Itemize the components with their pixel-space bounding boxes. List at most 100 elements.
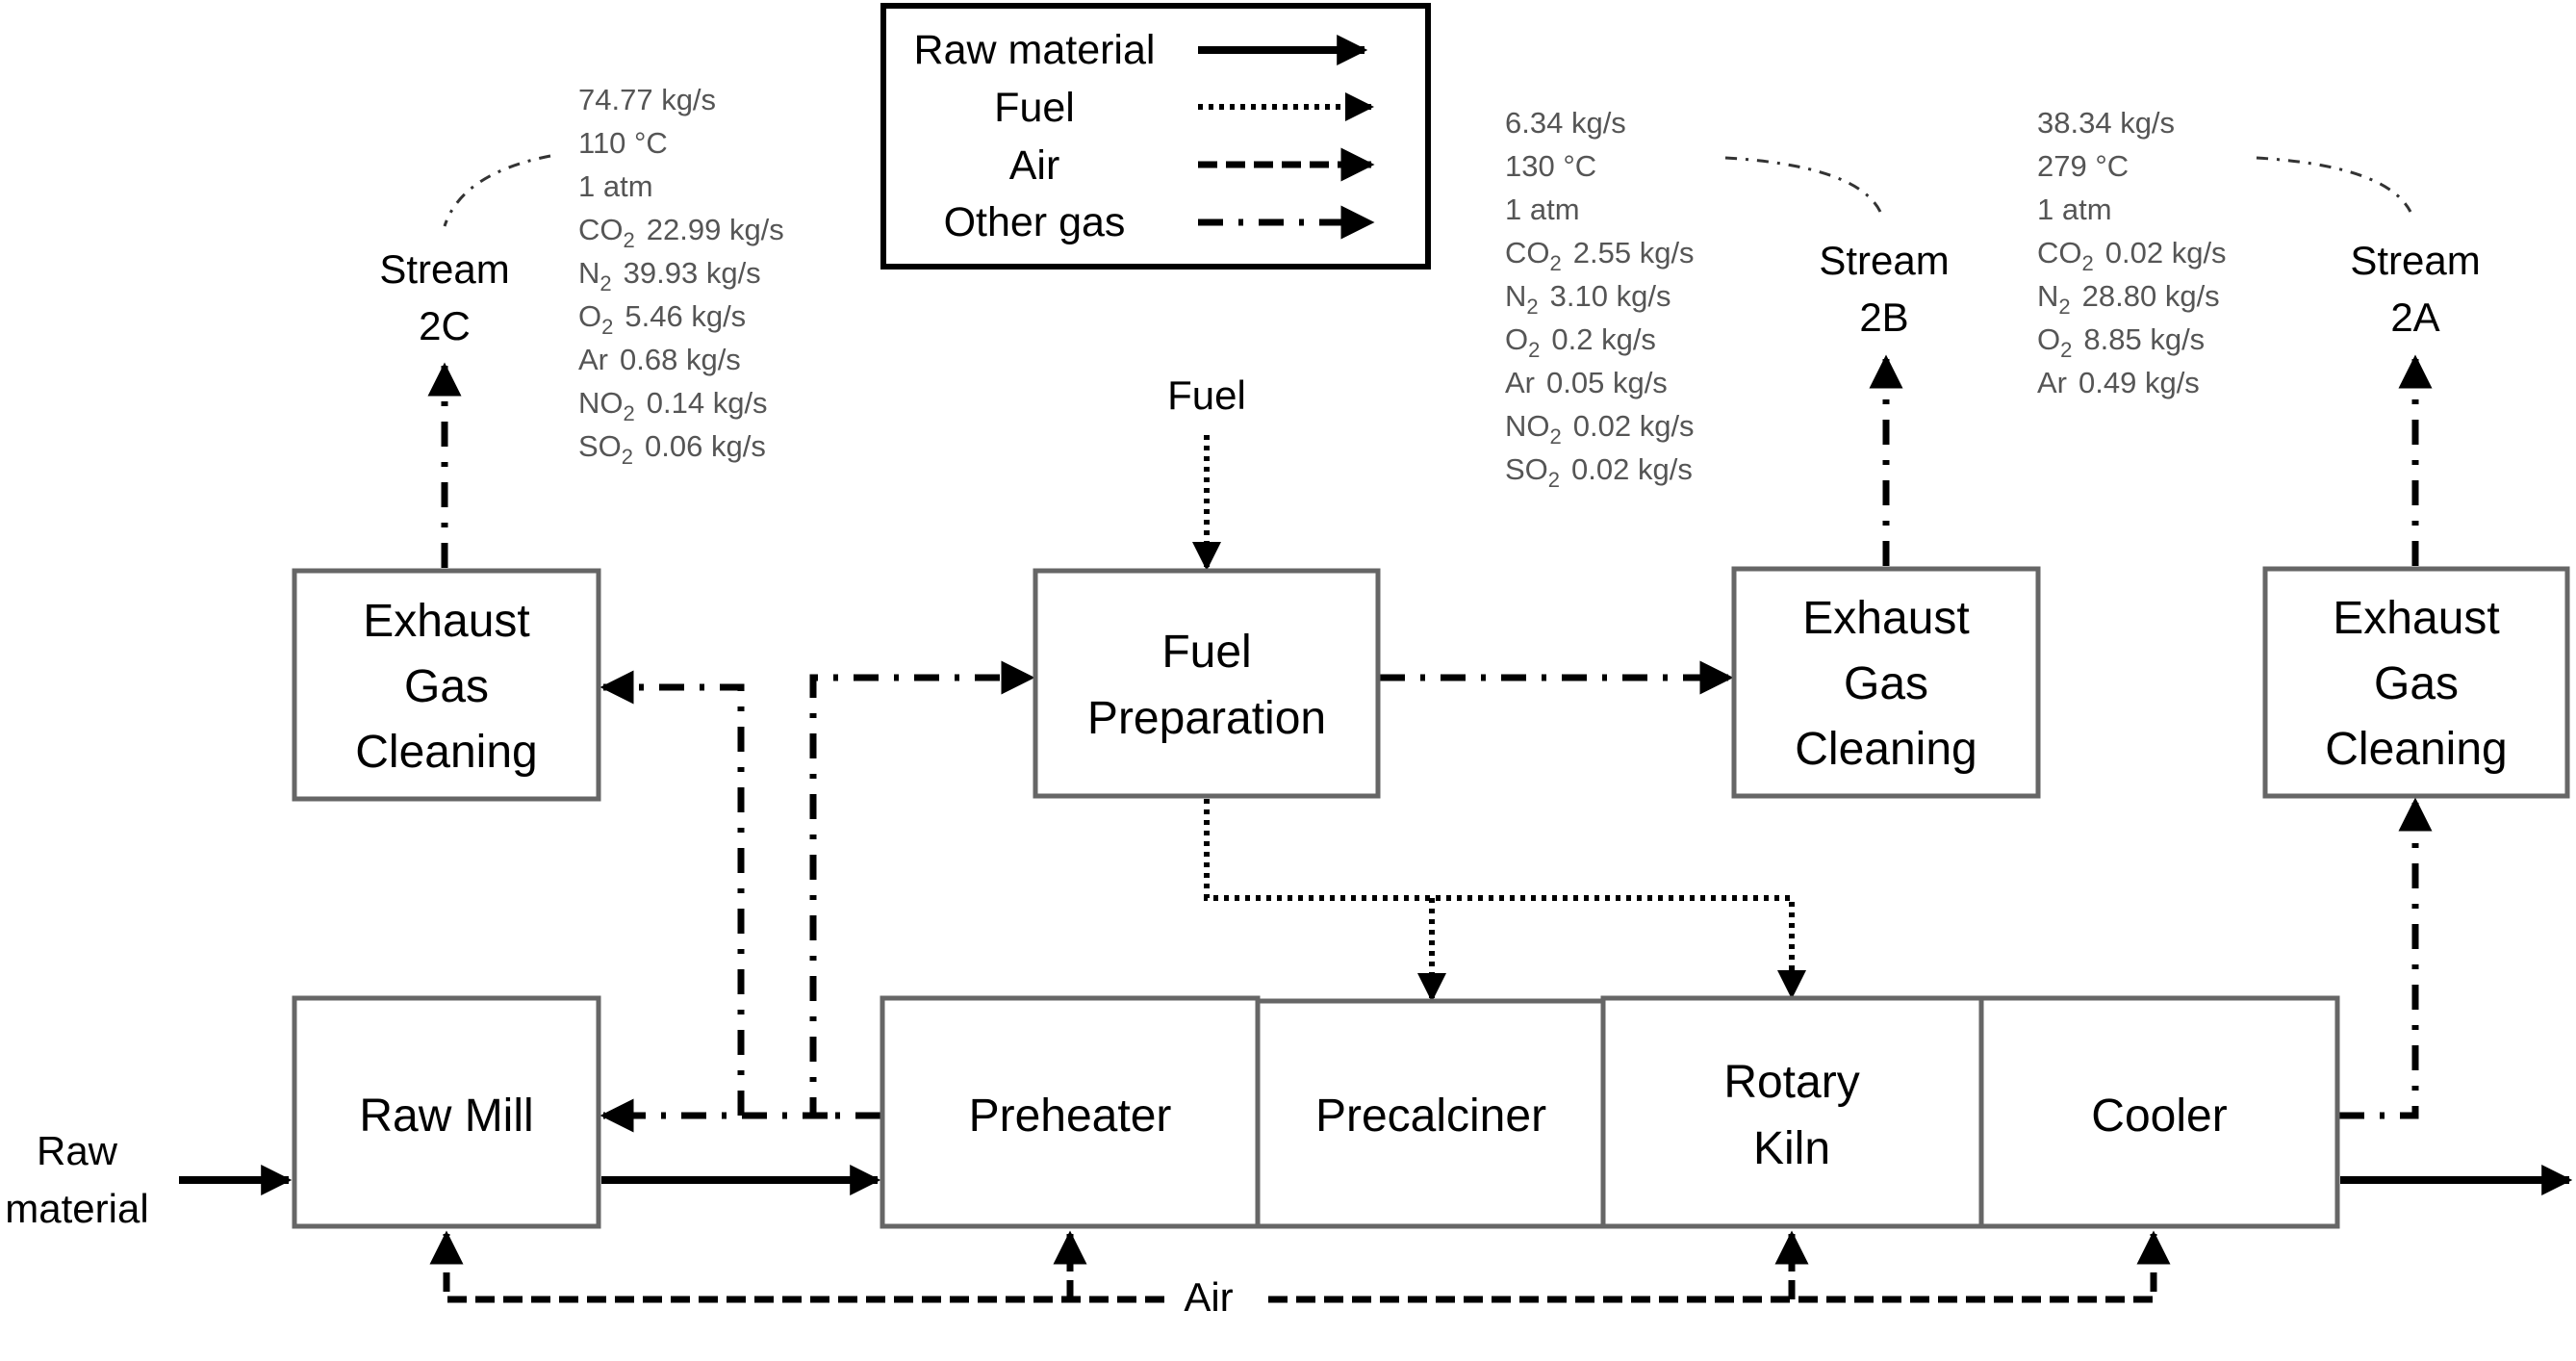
legend: Raw material Fuel Air Other gas <box>880 3 1431 270</box>
component-species: CO <box>1505 236 1550 270</box>
legend-label-fuel: Fuel <box>994 85 1075 131</box>
unit-label: Preheater <box>969 1091 1172 1142</box>
stream-2a-label-line2: 2A <box>2390 295 2439 340</box>
stream-2a-temperature: 279 °C <box>2037 149 2129 183</box>
component-subscript: 2 <box>1550 251 1562 275</box>
component-species: N <box>1505 279 1526 313</box>
unit-exhaust-gas-cleaning-2a[interactable]: Exhaust Gas Cleaning <box>2262 566 2570 799</box>
unit-preheater[interactable]: Preheater <box>880 995 1261 1229</box>
component-subscript: 2 <box>599 271 611 295</box>
unit-label: Cleaning <box>355 727 537 778</box>
unit-label: Rotary <box>1723 1057 1859 1108</box>
component-species: SO <box>1505 452 1548 486</box>
component-value: 0.05 kg/s <box>1546 366 1668 399</box>
component-subscript: 2 <box>624 228 635 252</box>
stream-component-line: Ar 0.68 kg/s <box>578 343 741 376</box>
component-species: O <box>2037 322 2060 356</box>
component-value: 3.10 kg/s <box>1550 279 1671 313</box>
gas-flow-raw-mill-to-exhaust-2c <box>599 670 745 1116</box>
stream-2b-label-line2: 2B <box>1859 295 1908 340</box>
unit-exhaust-gas-cleaning-2b[interactable]: Exhaust Gas Cleaning <box>1731 566 2041 799</box>
unit-label: Preparation <box>1087 693 1326 744</box>
component-subscript: 2 <box>2082 251 2094 275</box>
stream-component-line: Ar 0.05 kg/s <box>1505 366 1668 399</box>
fuel-input-label: Fuel <box>1167 372 1246 418</box>
component-value: 0.02 kg/s <box>2105 236 2227 270</box>
component-value: 8.85 kg/s <box>2083 322 2205 356</box>
raw-material-input-label-line2: material <box>5 1186 148 1231</box>
unit-exhaust-gas-cleaning-2c[interactable]: Exhaust Gas Cleaning <box>292 568 601 802</box>
component-subscript: 2 <box>1548 468 1560 492</box>
component-value: 0.68 kg/s <box>620 343 741 376</box>
unit-label: Gas <box>1844 658 1928 709</box>
component-species: Ar <box>578 343 608 376</box>
unit-label: Gas <box>2374 658 2459 709</box>
component-species: O <box>1505 322 1528 356</box>
stream-component-line: N2 3.10 kg/s <box>1505 279 1671 319</box>
stream-2b-pressure: 1 atm <box>1505 193 1580 226</box>
unit-cooler[interactable]: Cooler <box>1978 995 2340 1229</box>
component-subscript: 2 <box>1528 338 1540 362</box>
component-species: N <box>578 256 599 290</box>
stream-2a-flow: 38.34 kg/s <box>2037 106 2175 140</box>
component-value: 0.02 kg/s <box>1573 409 1695 443</box>
unit-fuel-preparation[interactable]: Fuel Preparation <box>1033 568 1381 799</box>
stream-2c-temperature: 110 °C <box>578 126 668 160</box>
stream-2b-temperature: 130 °C <box>1505 149 1596 183</box>
legend-label-raw-material: Raw material <box>914 27 1156 73</box>
component-value: 0.2 kg/s <box>1551 322 1656 356</box>
unit-label: Kiln <box>1753 1123 1830 1174</box>
component-species: SO <box>578 429 622 463</box>
component-value: 22.99 kg/s <box>647 213 784 246</box>
component-species: CO <box>2037 236 2082 270</box>
stream-component-line: SO2 0.06 kg/s <box>578 429 766 469</box>
legend-label-other-gas: Other gas <box>944 199 1126 245</box>
legend-label-air: Air <box>1009 142 1060 189</box>
unit-label: Cleaning <box>2325 724 2507 775</box>
unit-label: Gas <box>404 661 489 712</box>
unit-label: Precalciner <box>1315 1091 1546 1142</box>
unit-label: Exhaust <box>2333 593 2499 644</box>
stream-component-line: O2 8.85 kg/s <box>2037 322 2205 362</box>
stream-2b-label-line1: Stream <box>1819 238 1949 283</box>
component-species: NO <box>1505 409 1550 443</box>
unit-rotary-kiln[interactable]: Rotary Kiln <box>1600 995 1984 1229</box>
unit-label: Exhaust <box>1802 593 1969 644</box>
component-subscript: 2 <box>1550 424 1562 449</box>
component-subscript: 2 <box>624 401 635 425</box>
component-value: 28.80 kg/s <box>2082 279 2220 313</box>
component-value: 0.06 kg/s <box>645 429 766 463</box>
component-subscript: 2 <box>2060 338 2072 362</box>
air-flow-to-raw-mill <box>429 1230 1164 1303</box>
component-species: Ar <box>1505 366 1535 399</box>
stream-component-line: CO2 0.02 kg/s <box>2037 236 2227 275</box>
component-species: O <box>578 299 601 333</box>
component-subscript: 2 <box>622 445 633 469</box>
component-species: NO <box>578 386 624 420</box>
stream-2b-flow: 6.34 kg/s <box>1505 106 1626 140</box>
component-value: 0.49 kg/s <box>2079 366 2200 399</box>
fuel-flow-to-rotary-kiln <box>1204 799 1806 999</box>
unit-precalciner[interactable]: Precalciner <box>1255 998 1606 1229</box>
stream-2c-leader-line <box>443 154 551 227</box>
component-subscript: 2 <box>2058 295 2070 319</box>
unit-label: Raw Mill <box>359 1091 533 1142</box>
component-subscript: 2 <box>1526 295 1538 319</box>
unit-raw-mill[interactable]: Raw Mill <box>292 995 601 1229</box>
stream-2c-label-line2: 2C <box>419 303 471 348</box>
component-species: CO <box>578 213 624 246</box>
unit-label: Exhaust <box>363 596 529 647</box>
